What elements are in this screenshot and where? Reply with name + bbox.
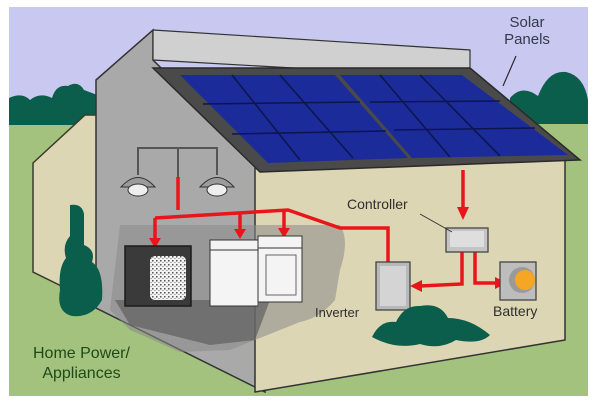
washer-appliance xyxy=(209,239,259,307)
battery-unit xyxy=(499,261,537,301)
solar-panels-label: Solar Panels xyxy=(492,14,562,48)
battery-label: Battery xyxy=(493,303,538,319)
home-power-label-line1: Home Power/ xyxy=(33,345,130,362)
shrub-left xyxy=(59,204,103,317)
ceiling-lamp-right xyxy=(198,177,236,197)
trees-left xyxy=(9,83,100,125)
solar-panel-left xyxy=(180,74,408,163)
trees-right xyxy=(510,71,588,124)
solar-label-pointer xyxy=(502,55,517,87)
inverter-label: Inverter xyxy=(315,305,360,320)
controller-label-pointer xyxy=(419,213,453,233)
solar-panels-label-line2: Panels xyxy=(504,31,550,48)
interior-floor xyxy=(115,300,270,345)
dryer-appliance xyxy=(257,235,303,303)
home-power-label-line2: Appliances xyxy=(42,365,121,382)
home-power-label: Home Power/ Appliances xyxy=(33,344,130,384)
controller-box xyxy=(445,227,489,253)
shrub-front xyxy=(372,305,490,347)
inverter-box xyxy=(375,261,411,311)
television-appliance xyxy=(124,245,192,307)
solar-panels-label-line1: Solar xyxy=(509,14,545,31)
controller-label: Controller xyxy=(347,196,408,212)
ceiling-lamp-left xyxy=(119,177,157,197)
solar-panel-right xyxy=(340,74,568,158)
power-wiring xyxy=(153,170,497,288)
